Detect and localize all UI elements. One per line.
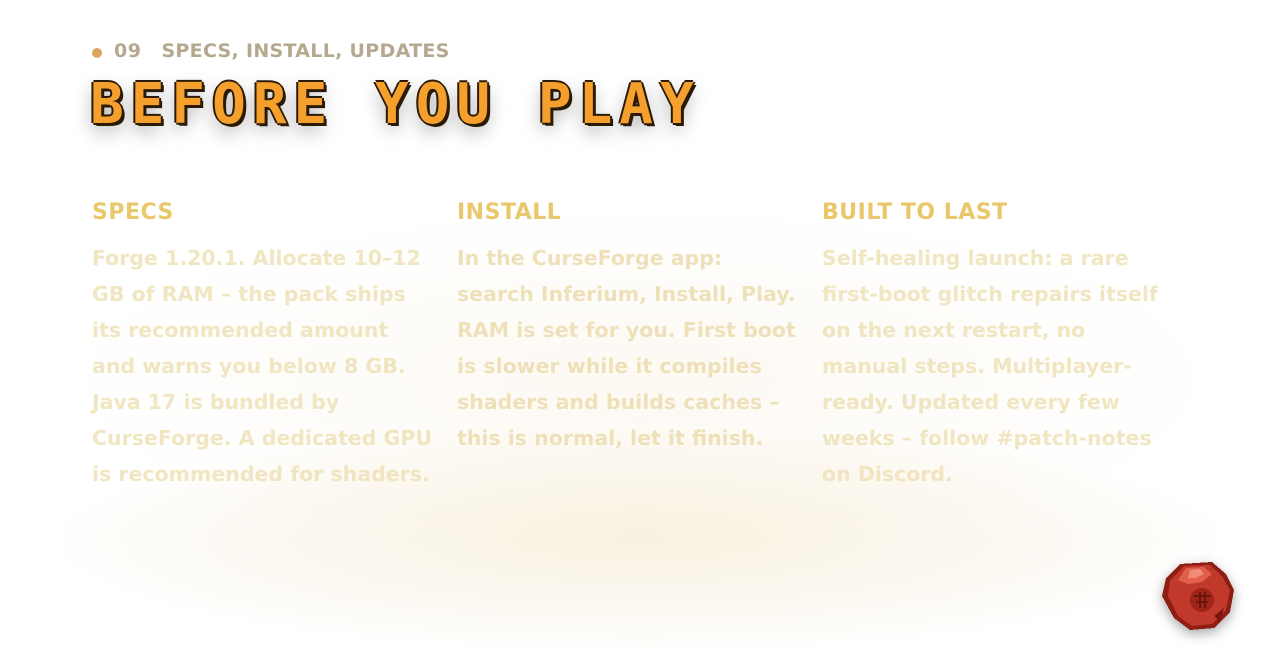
specs-heading: SPECS xyxy=(92,200,174,225)
page-title: BEFORE YOU PLAY xyxy=(90,72,701,137)
install-body: In the CurseForge app: search Inferium, … xyxy=(457,246,796,450)
specs-body: Forge 1.20.1. Allocate 10–12 GB of RAM –… xyxy=(92,246,433,486)
section-kicker: SPECS, INSTALL, UPDATES xyxy=(161,40,450,62)
section-number: 09 xyxy=(114,40,142,62)
built-to-last-heading: BUILT TO LAST xyxy=(822,200,1008,225)
background-glow xyxy=(40,200,1240,560)
specs-column: SPECS Forge 1.20.1. Allocate 10–12 GB of… xyxy=(92,196,438,492)
built-to-last-body: Self-healing launch: a rare first-boot g… xyxy=(822,246,1158,486)
install-heading: INSTALL xyxy=(457,200,562,225)
bullet-dot-icon xyxy=(92,48,102,58)
section-header: 09 SPECS, INSTALL, UPDATES xyxy=(92,40,450,62)
install-column: INSTALL In the CurseForge app: search In… xyxy=(457,196,803,456)
red-gem-icon[interactable] xyxy=(1160,556,1236,632)
bottom-glow xyxy=(60,430,1220,650)
built-to-last-column: BUILT TO LAST Self-healing launch: a rar… xyxy=(822,196,1168,492)
